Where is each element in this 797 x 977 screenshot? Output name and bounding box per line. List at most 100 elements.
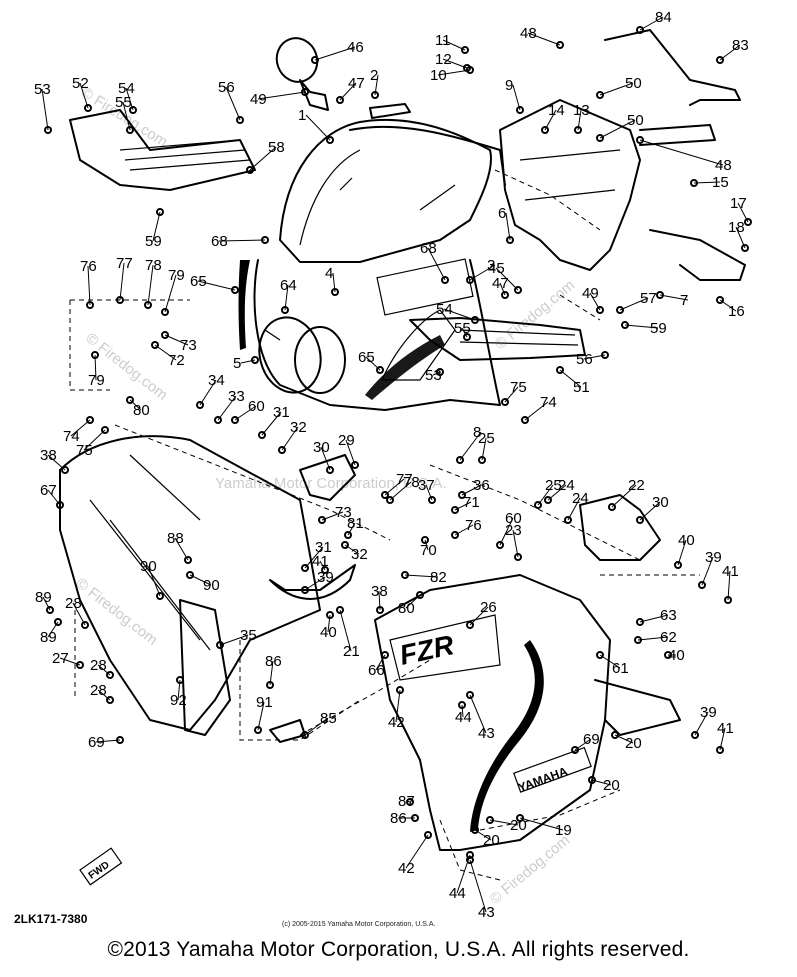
leader-line (719, 44, 741, 61)
fastener-part (544, 496, 552, 504)
leader-line (442, 58, 468, 69)
leader-line (314, 46, 356, 61)
leader-line (261, 411, 282, 436)
fastener-part (463, 64, 471, 72)
leader-line (147, 264, 154, 306)
part-callout-60: 60 (505, 510, 522, 527)
fastener-part (634, 636, 642, 644)
leader-line (249, 146, 277, 171)
leader-line (693, 181, 721, 184)
leader-line (404, 574, 439, 578)
fastener-part (534, 501, 542, 509)
leader-line (559, 369, 582, 388)
part-callout-26: 26 (480, 599, 497, 616)
fastener-part (91, 351, 99, 359)
leader-line (87, 265, 91, 306)
part-callout-61: 61 (612, 660, 629, 677)
fastener-part (254, 726, 262, 734)
fastener-part (496, 541, 504, 549)
part-callout-92: 92 (170, 692, 187, 709)
leader-line (269, 660, 274, 686)
leader-line (519, 817, 564, 831)
fastener-part (344, 531, 352, 539)
part-callout-20: 20 (510, 817, 527, 834)
leader-line (639, 139, 724, 166)
fastener-part (556, 366, 564, 374)
leader-line (567, 497, 581, 521)
part-callout-70: 70 (420, 542, 437, 559)
fastener-part (376, 366, 384, 374)
fastener-part (396, 686, 404, 694)
leader-line (164, 274, 177, 313)
fastener-part (424, 831, 432, 839)
diagram-code: 2LK171-7380 (14, 912, 88, 926)
part-callout-5: 5 (233, 355, 241, 372)
part-callout-79: 79 (88, 372, 105, 389)
part-callout-83: 83 (732, 37, 749, 54)
leader-line (537, 484, 554, 506)
part-callout-33: 33 (228, 388, 245, 405)
part-callout-47: 47 (348, 75, 365, 92)
part-callout-75: 75 (510, 379, 527, 396)
part-callout-43: 43 (478, 904, 495, 921)
fastener-part (716, 296, 724, 304)
fastener-part (331, 288, 339, 296)
leader-line (489, 819, 519, 826)
fastener-part (401, 571, 409, 579)
part-callout-90: 90 (140, 558, 157, 575)
part-callout-34: 34 (208, 372, 225, 389)
fastener-part (636, 618, 644, 626)
part-callout-55: 55 (115, 94, 132, 111)
part-callout-37: 37 (418, 477, 435, 494)
fastener-part (301, 564, 309, 572)
leader-line (257, 701, 265, 731)
part-callout-54: 54 (436, 301, 453, 318)
leader-line (599, 119, 636, 139)
fastener-part (101, 426, 109, 434)
fastener-part (251, 356, 259, 364)
leader-line (154, 344, 177, 361)
leader-line (199, 379, 217, 406)
leader-lines (41, 16, 752, 913)
fastener-part (116, 296, 124, 304)
leader-line (79, 82, 89, 109)
inner-panel-65-right (365, 335, 445, 400)
part-callout-76: 76 (80, 258, 97, 275)
fastener-part (463, 333, 471, 341)
fastener-part (236, 116, 244, 124)
part-callout-80: 80 (133, 402, 150, 419)
fastener-part (116, 736, 124, 744)
leader-line (320, 446, 331, 471)
part-callout-79: 79 (168, 267, 185, 284)
part-callout-49: 49 (582, 285, 599, 302)
fastener-part (261, 236, 269, 244)
decal-fzr: FZR (397, 629, 457, 671)
fastener-part (44, 126, 52, 134)
part-callout-62: 62 (660, 629, 677, 646)
leader-line (219, 634, 249, 646)
leader-line (83, 429, 106, 451)
part-callout-77: 77 (396, 471, 413, 488)
fastener-part (156, 592, 164, 600)
fastener-part (311, 56, 319, 64)
fastener-part (156, 208, 164, 216)
leader-line (95, 739, 121, 743)
part-callout-39: 39 (317, 569, 334, 586)
fastener-part (126, 126, 134, 134)
fastener-part (46, 606, 54, 614)
fastener-part (421, 536, 429, 544)
part-callout-66: 66 (368, 662, 385, 679)
leader-line (217, 395, 237, 421)
leader-line (345, 439, 356, 466)
part-callout-30: 30 (652, 494, 669, 511)
leader-line (495, 267, 519, 291)
fastener-part (501, 398, 509, 406)
parts-diagram: © Firedog.com © Firedog.com © Firedog.co… (34, 9, 752, 921)
windscreen-2 (279, 103, 492, 263)
part-callout-16: 16 (728, 303, 745, 320)
part-callout-71: 71 (463, 494, 480, 511)
part-callout-32: 32 (290, 419, 307, 436)
part-callout-41: 41 (312, 553, 329, 570)
fastener-part (144, 301, 152, 309)
leader-line (339, 609, 352, 652)
